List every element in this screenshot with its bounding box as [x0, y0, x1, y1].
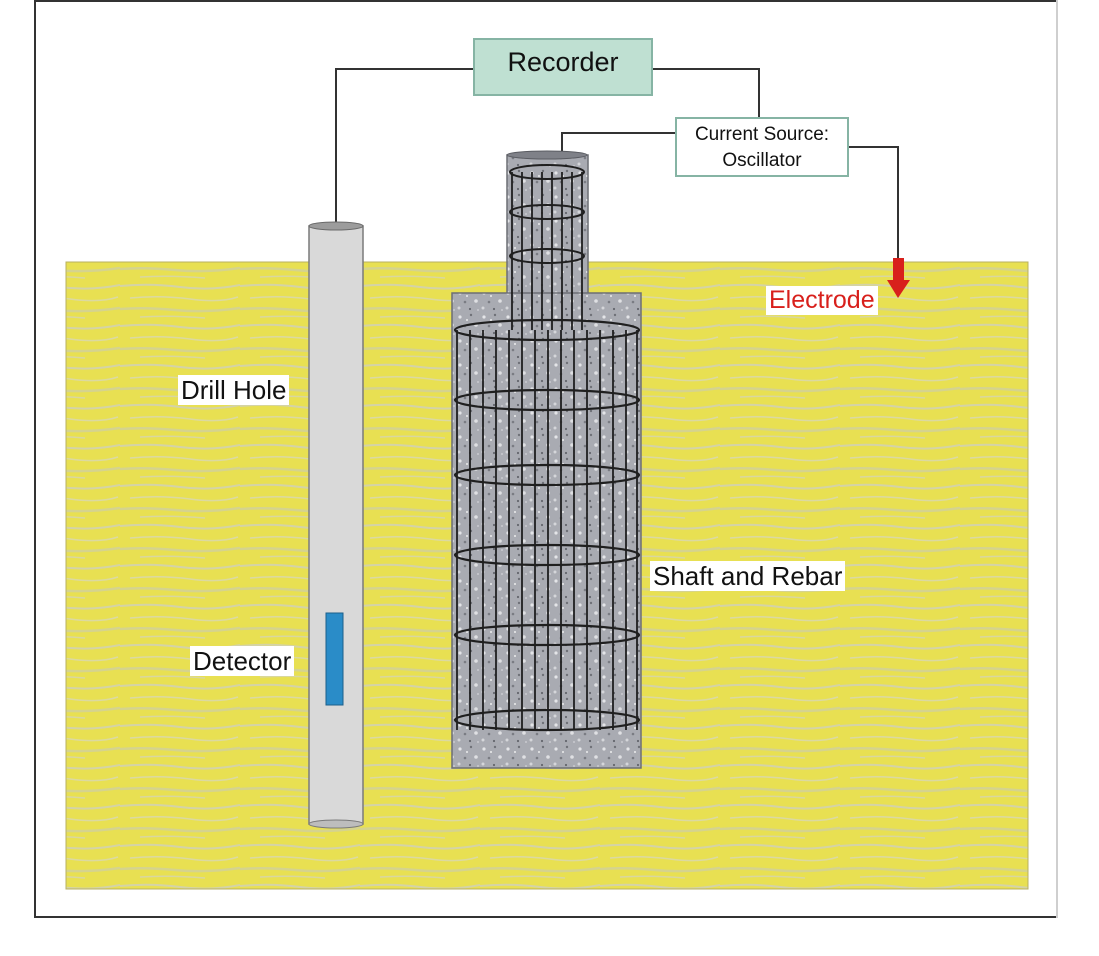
electrode-label: Electrode	[766, 286, 878, 315]
electrode-down-arrow-icon	[887, 258, 910, 298]
shaft-and-rebar-label: Shaft and Rebar	[650, 561, 846, 591]
wire-recorder-to-source	[652, 68, 760, 118]
recorder-box	[473, 38, 653, 96]
current-source-label-line1: Current Source:	[694, 124, 830, 145]
current-source-box	[675, 117, 849, 177]
detector-label: Detector	[190, 646, 295, 676]
rebar-cage	[453, 164, 641, 732]
current-source-label-line2: Oscillator	[722, 150, 802, 171]
wire-source-to-electrode	[848, 146, 899, 262]
drill-hole	[308, 221, 364, 829]
recorder-label: Recorder	[507, 47, 619, 77]
detector-probe	[325, 612, 344, 706]
drill-hole-label: Drill Hole	[178, 375, 290, 405]
